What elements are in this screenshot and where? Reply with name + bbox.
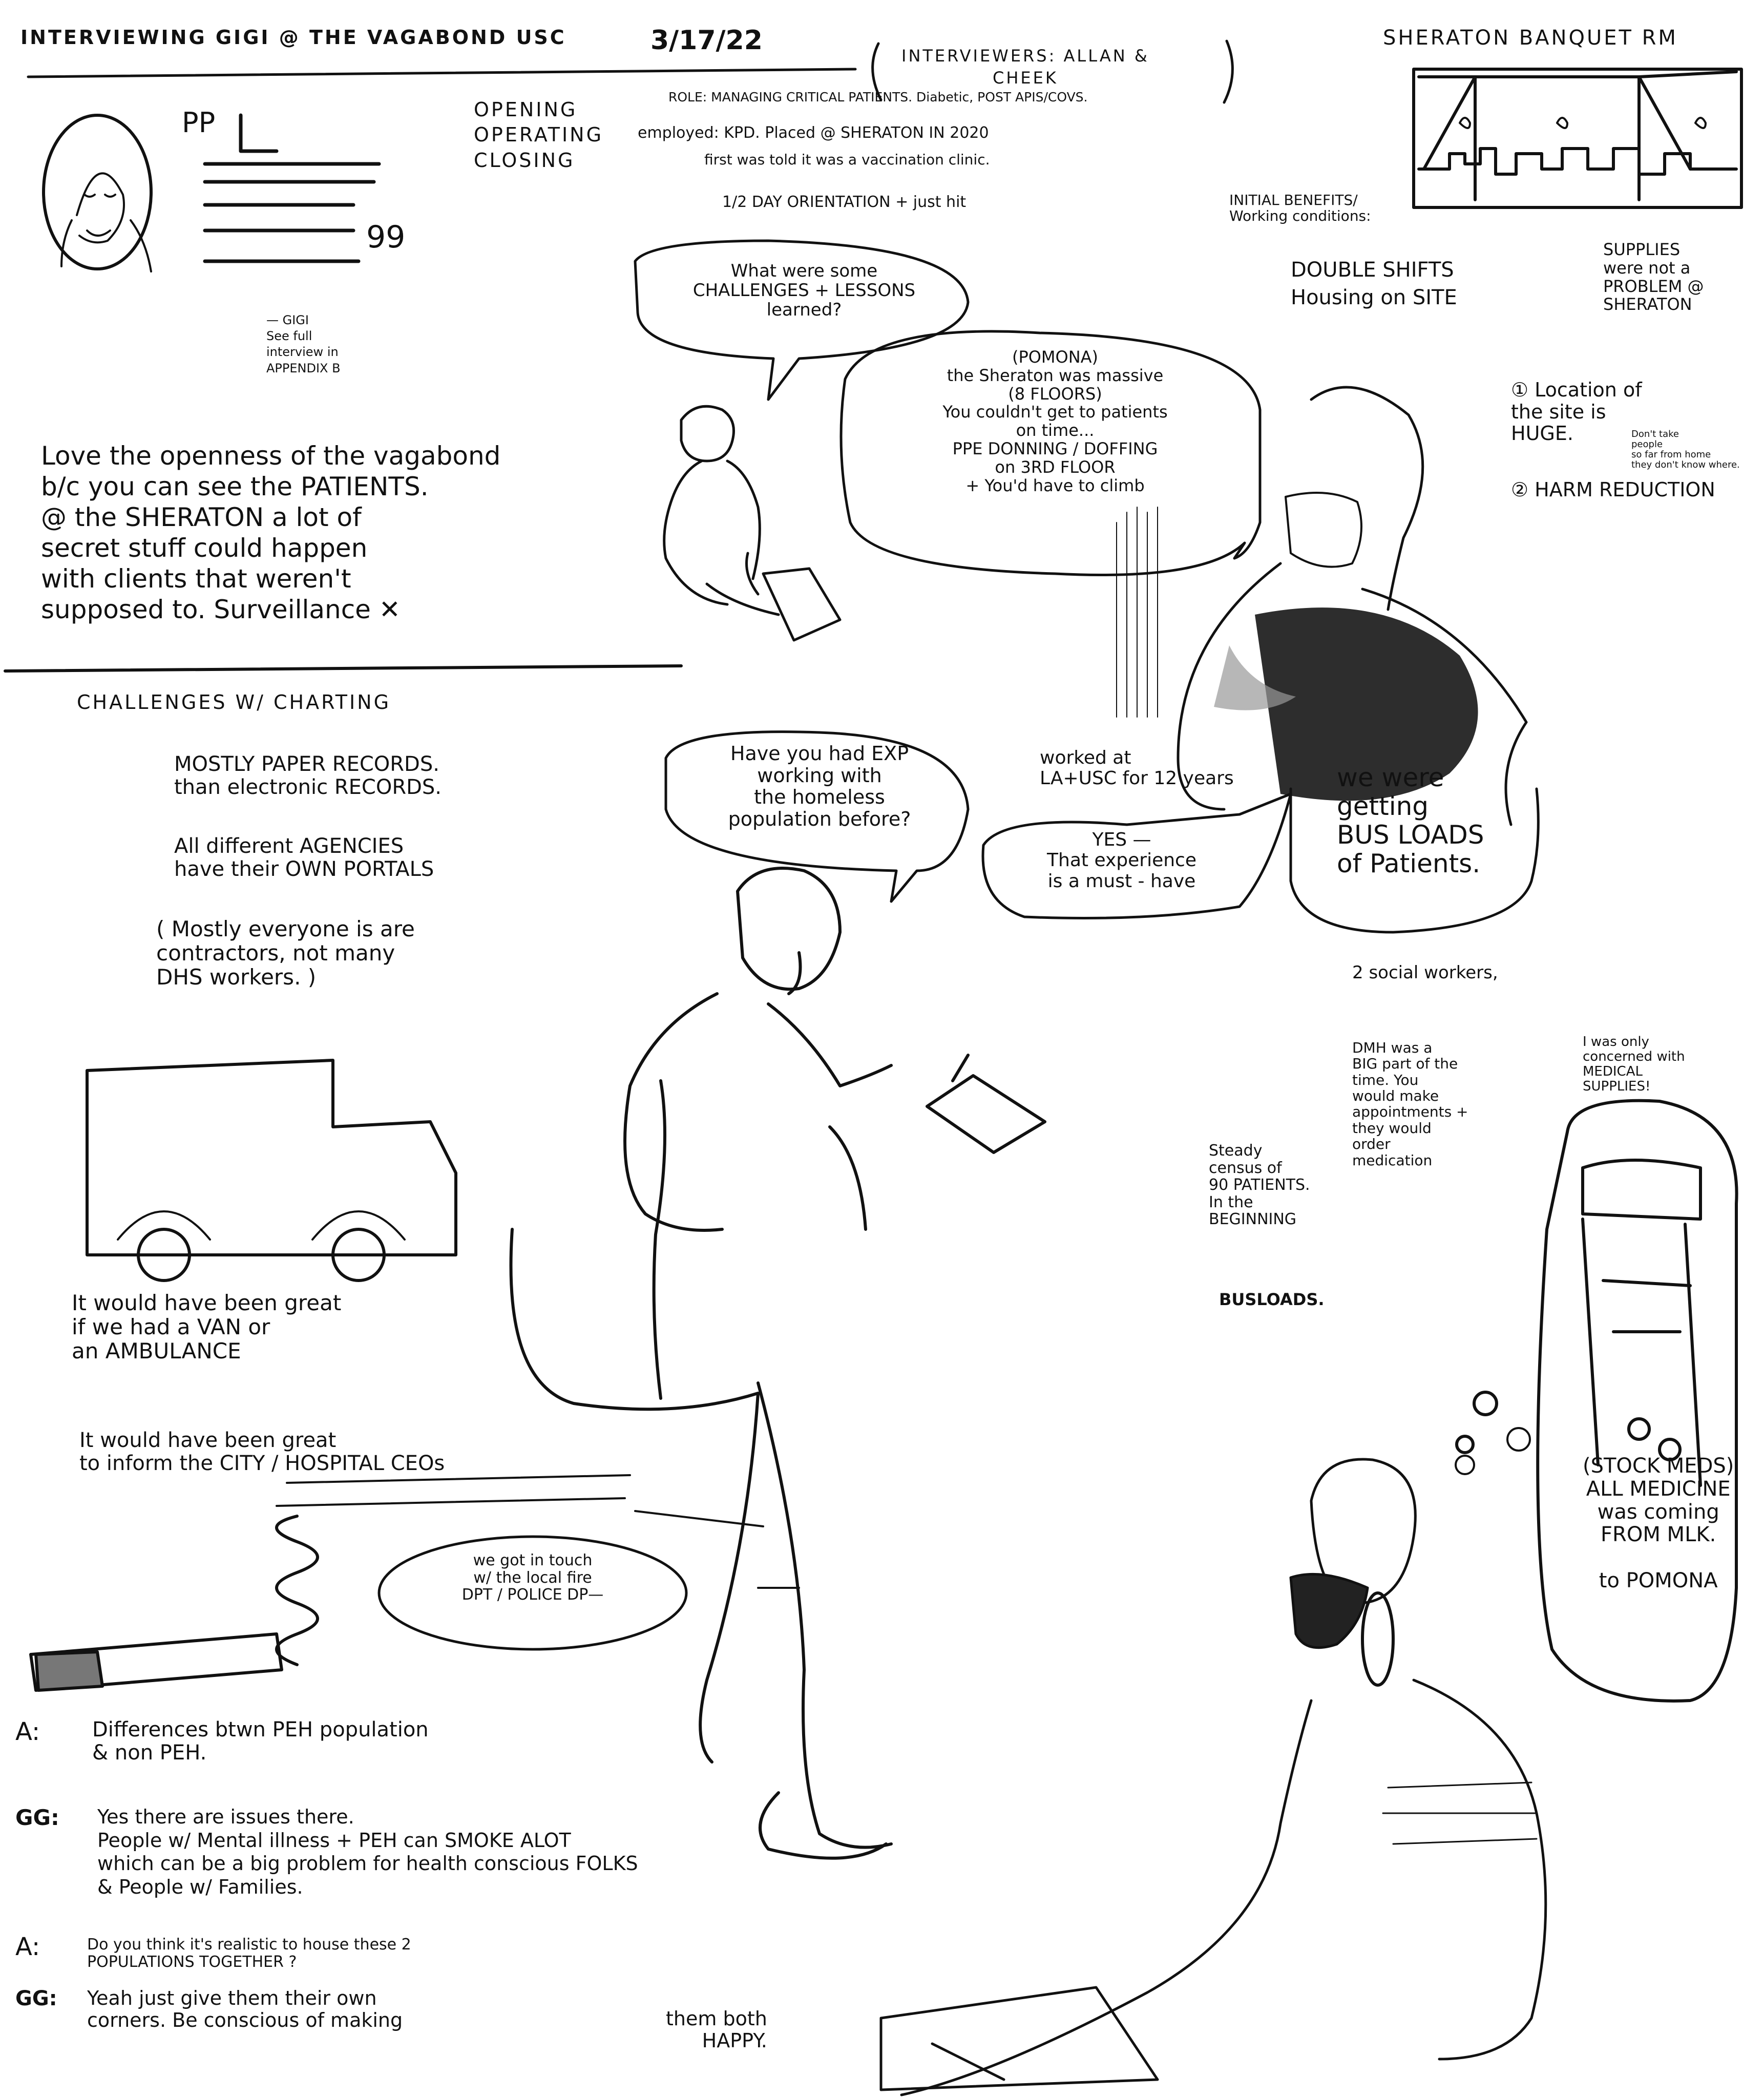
interviewers-brackets — [871, 39, 1234, 104]
qa-a1-text: Differences btwn PEH population & non PE… — [92, 1718, 429, 1765]
dmh-note: DMH was a BIG part of the time. You woul… — [1352, 1039, 1468, 1169]
bubble-exp-text: Have you had EXP working with the homele… — [728, 742, 911, 830]
portrait-sketch — [42, 114, 153, 272]
seated-woman-mask-figure — [879, 1458, 1547, 2096]
bubble-challenges-text: What were some CHALLENGES + LESSONS lear… — [692, 261, 916, 321]
qa-g2-text: Yeah just give them their own corners. B… — [87, 1987, 403, 2031]
bubble-challenges-outline — [634, 239, 970, 401]
interview-date: 3/17/22 — [650, 25, 763, 56]
page-title: INTERVIEWING GIGI @ THE VAGABOND USC — [20, 26, 566, 49]
section-divider — [4, 664, 683, 673]
seated-man-clipboard-figure — [509, 867, 1046, 1860]
working-conditions-heading: INITIAL BENEFITS/ Working conditions: — [1229, 192, 1371, 225]
worked-la: worked at LA+USC for 12 years — [1040, 747, 1234, 789]
pill-bottle-icon — [1455, 1099, 1738, 1703]
bubble-yes-text: YES — That experience is a must - have — [1047, 829, 1196, 892]
cigarette-icon — [29, 1632, 283, 1692]
social-workers: 2 social workers, — [1352, 962, 1498, 983]
qa-g1-label: GG: — [15, 1805, 59, 1830]
role-line: ROLE: MANAGING CRITICAL PATIENTS. Diabet… — [668, 90, 1088, 104]
header-underline — [27, 68, 857, 78]
charting-agencies: All different AGENCIES have their OWN PO… — [174, 834, 434, 881]
qa-g2-tail: them both HAPPY. — [666, 2007, 767, 2052]
smoke-squiggle-icon — [275, 1515, 319, 1666]
bubble-busloads-text: we were getting BUS LOADS of Patients. — [1337, 763, 1484, 878]
nurse-laptop-figure — [663, 405, 842, 642]
phases-list: OPENING OPERATING CLOSING — [474, 98, 604, 172]
harm-reduction: ② HARM REDUCTION — [1511, 478, 1715, 501]
qa-g1-text: Yes there are issues there. People w/ Me… — [97, 1806, 638, 1898]
told-line: first was told it was a vaccination clin… — [704, 151, 990, 168]
employed-line: employed: KPD. Placed @ SHERATON IN 2020 — [638, 124, 989, 142]
double-shifts: DOUBLE SHIFTS Housing on SITE — [1291, 258, 1457, 309]
bubble-fire-text: we got in touch w/ the local fire DPT / … — [461, 1551, 604, 1604]
charting-contractors: ( Mostly everyone is are contractors, no… — [156, 916, 415, 990]
location-small-note: Don't take people so far from home they … — [1631, 429, 1740, 471]
woman-curly-hair-figure — [1116, 386, 1528, 826]
pp-label: PP — [182, 107, 216, 139]
van-icon — [86, 1059, 457, 1282]
bubble-yes-outline — [981, 792, 1292, 919]
charting-heading: CHALLENGES W/ CHARTING — [77, 691, 391, 714]
bubble-pomona-outline — [839, 330, 1262, 576]
census-note: Steady census of 90 PATIENTS. In the BEG… — [1209, 1142, 1310, 1229]
thought-dot-1 — [1455, 1455, 1475, 1475]
stock-meds-note: (STOCK MEDS) ALL MEDICINE was coming FRO… — [1583, 1454, 1734, 1592]
busloads-small: BUSLOADS. — [1219, 1290, 1325, 1309]
bubble-pomona-text: (POMONA) the Sheraton was massive (8 FLO… — [942, 347, 1168, 495]
bubble-exp-outline — [664, 730, 970, 903]
banquet-room-sketch — [1412, 68, 1743, 209]
attribution: — GIGI See full interview in APPENDIX B — [266, 313, 341, 375]
van-note: It would have been great if we had a VAN… — [72, 1290, 342, 1364]
quote-placeholder-lines — [203, 113, 381, 263]
interviewers-label: INTERVIEWERS: ALLAN & CHEEK — [901, 46, 1149, 88]
openness-note: Love the openness of the vagabond b/c yo… — [41, 441, 501, 624]
thought-dot-2 — [1506, 1427, 1531, 1452]
bubble-busloads-outline — [1289, 787, 1540, 934]
qa-a2-label: A: — [15, 1933, 40, 1961]
qa-a2-text: Do you think it's realistic to house the… — [87, 1936, 411, 1971]
location-label: SHERATON BANQUET RM — [1383, 26, 1678, 50]
qa-a1-label: A: — [15, 1717, 40, 1746]
medical-only-note: I was only concerned with MEDICAL SUPPLI… — [1583, 1034, 1685, 1095]
charting-underline — [276, 1474, 631, 1507]
orientation-line: 1/2 DAY ORIENTATION + just hit — [722, 193, 967, 211]
supplies-note: SUPPLIES were not a PROBLEM @ SHERATON — [1603, 240, 1704, 314]
location-huge: ① Location of the site is HUGE. — [1511, 379, 1642, 445]
quote-mark: 99 — [366, 219, 406, 255]
bubble-fire-outline — [377, 1535, 688, 1651]
inform-note: It would have been great to inform the C… — [79, 1429, 445, 1475]
charting-paper: MOSTLY PAPER RECORDS. than electronic RE… — [174, 752, 442, 799]
qa-g2-label: GG: — [15, 1987, 57, 2010]
